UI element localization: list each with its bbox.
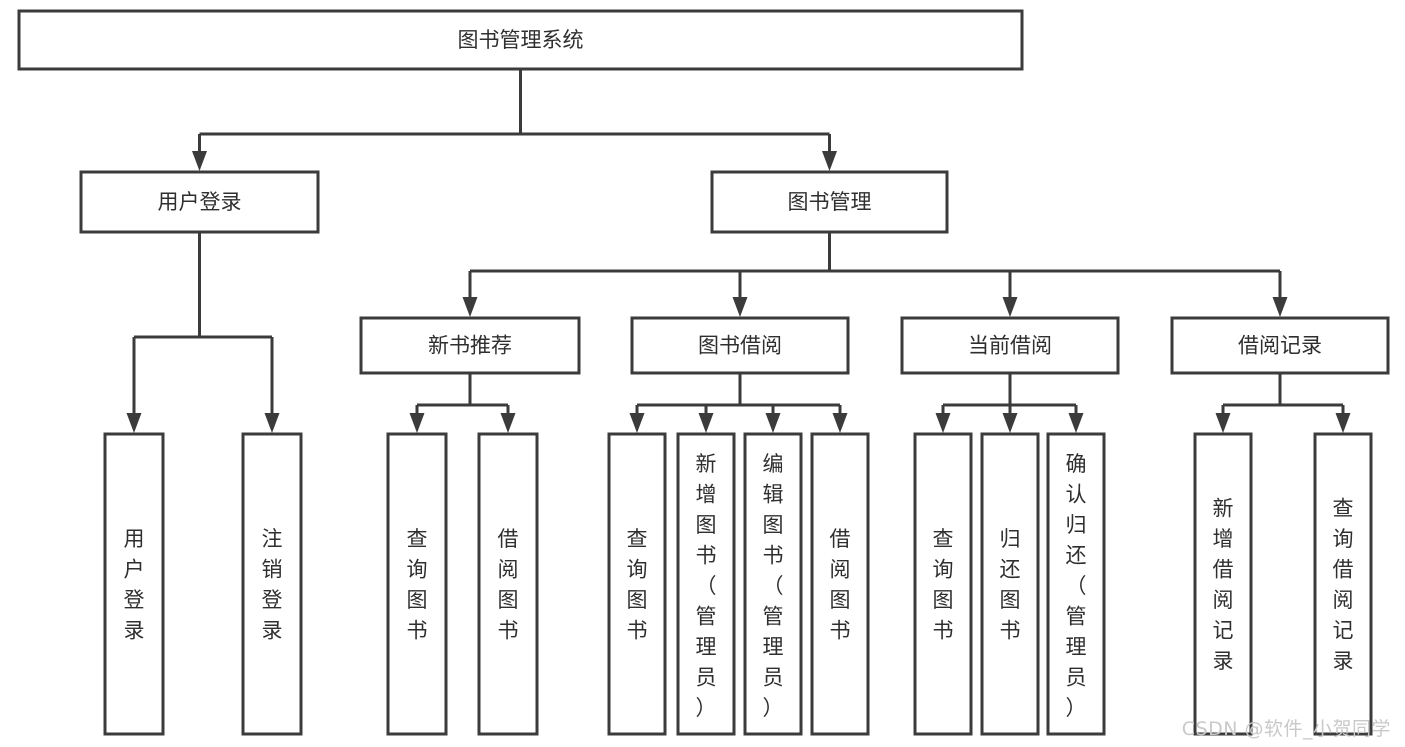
node-leaf-add-record[interactable]: 新增借阅记录 [1193, 432, 1253, 736]
node-leaf-edit-book[interactable]: 编辑图书（管理员） [743, 432, 803, 736]
arrow-head-icon [500, 413, 516, 433]
node-box [477, 432, 539, 736]
node-label: 用户登录 [124, 527, 145, 643]
node-label: 确认归还（管理员） [1066, 452, 1087, 720]
node-current-borrow[interactable]: 当前借阅 [900, 316, 1120, 375]
connector-user-login [126, 232, 280, 433]
node-leaf-query-book-1[interactable]: 查询图书 [386, 432, 448, 736]
node-label: 查询借阅记录 [1333, 497, 1354, 674]
node-box [900, 316, 1120, 375]
node-leaf-add-book[interactable]: 新增图书（管理员） [676, 432, 736, 736]
node-new-book-rec[interactable]: 新书推荐 [359, 316, 581, 375]
node-box [1313, 432, 1373, 736]
node-label: 借阅图书 [498, 527, 519, 643]
node-label: 借阅图书 [830, 527, 851, 643]
node-label: 归还图书 [1000, 527, 1021, 643]
node-label: 图书管理 [788, 190, 872, 214]
arrow-head-icon [1335, 413, 1351, 433]
node-root[interactable]: 图书管理系统 [17, 9, 1024, 71]
node-box [710, 170, 949, 234]
arrow-head-icon [1002, 297, 1018, 317]
arrow-head-icon [832, 413, 848, 433]
node-box [359, 316, 581, 375]
node-label: 新增图书（管理员） [696, 452, 717, 720]
arrow-head-icon [765, 413, 781, 433]
node-box [913, 432, 973, 736]
arrow-head-icon [1215, 413, 1231, 433]
csdn-watermark: CSDN @软件_小贺同学 [1181, 718, 1391, 740]
arrow-head-icon [935, 413, 951, 433]
connector-current-borrow [935, 373, 1084, 433]
node-label: 图书管理系统 [458, 28, 584, 52]
node-leaf-borrow-book-1[interactable]: 借阅图书 [477, 432, 539, 736]
node-box [17, 9, 1024, 71]
arrow-head-icon [1002, 413, 1018, 433]
node-label: 编辑图书（管理员） [763, 452, 784, 720]
node-box [386, 432, 448, 736]
arrow-head-icon [698, 413, 714, 433]
node-box [79, 170, 320, 234]
node-label: 新书推荐 [428, 334, 512, 358]
arrow-head-icon [264, 413, 280, 433]
node-box [743, 432, 803, 736]
node-leaf-user-login[interactable]: 用户登录 [103, 432, 165, 736]
node-label: 当前借阅 [968, 334, 1052, 358]
node-box [630, 316, 850, 375]
node-leaf-query-record[interactable]: 查询借阅记录 [1313, 432, 1373, 736]
arrow-head-icon [192, 151, 207, 171]
arrow-head-icon [1272, 297, 1288, 317]
node-book-manage[interactable]: 图书管理 [710, 170, 949, 234]
node-label: 图书借阅 [698, 334, 782, 358]
node-layer: 图书管理系统用户登录图书管理新书推荐图书借阅当前借阅借阅记录用户登录注销登录查询… [17, 9, 1390, 736]
node-user-login[interactable]: 用户登录 [79, 170, 320, 234]
connector-new-book-rec [409, 373, 516, 433]
node-box [241, 432, 303, 736]
node-book-borrow[interactable]: 图书借阅 [630, 316, 850, 375]
node-leaf-borrow-book-2[interactable]: 借阅图书 [810, 432, 870, 736]
node-label: 注销登录 [262, 527, 283, 643]
arrow-head-icon [629, 413, 645, 433]
connector-book-manage [462, 232, 1288, 317]
node-box [1193, 432, 1253, 736]
node-leaf-return-book[interactable]: 归还图书 [980, 432, 1040, 736]
node-label: 用户登录 [158, 190, 242, 214]
node-box [1170, 316, 1390, 375]
node-label: 查询图书 [933, 527, 954, 643]
arrow-head-icon [126, 413, 142, 433]
arrow-head-icon [409, 413, 425, 433]
arrow-head-icon [1068, 413, 1084, 433]
connector-layer [126, 69, 1351, 433]
node-label: 新增借阅记录 [1213, 497, 1234, 674]
node-leaf-query-book-3[interactable]: 查询图书 [913, 432, 973, 736]
node-box [810, 432, 870, 736]
connector-root [192, 69, 837, 171]
node-leaf-user-logout[interactable]: 注销登录 [241, 432, 303, 736]
arrow-head-icon [462, 297, 478, 317]
node-label: 查询图书 [407, 527, 428, 643]
connector-book-borrow [629, 373, 848, 433]
node-leaf-confirm-ret[interactable]: 确认归还（管理员） [1046, 432, 1106, 736]
arrow-head-icon [732, 297, 748, 317]
node-leaf-query-book-2[interactable]: 查询图书 [607, 432, 667, 736]
arrow-head-icon [822, 151, 837, 171]
node-label: 查询图书 [627, 527, 648, 643]
node-box [607, 432, 667, 736]
node-borrow-record[interactable]: 借阅记录 [1170, 316, 1390, 375]
node-box [1046, 432, 1106, 736]
node-box [103, 432, 165, 736]
node-label: 借阅记录 [1238, 334, 1322, 358]
node-box [676, 432, 736, 736]
node-box [980, 432, 1040, 736]
connector-borrow-record [1215, 373, 1351, 433]
